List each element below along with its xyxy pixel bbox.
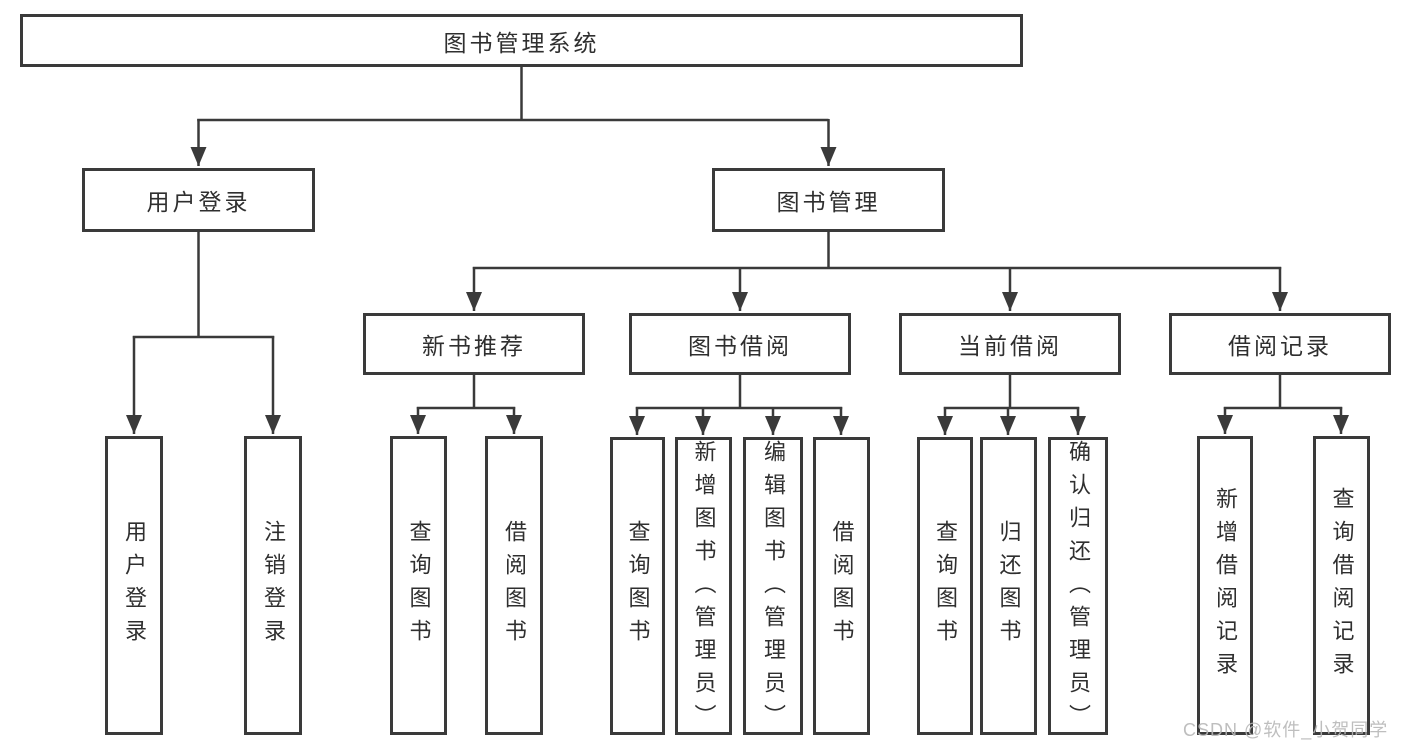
leaf-edit-books-admin: 编辑图书（管理员）: [743, 437, 803, 737]
node-current-borrow: 当前借阅: [899, 313, 1121, 375]
leaf-logout: 注销登录: [244, 436, 302, 735]
node-new-book-recommend: 新书推荐: [363, 313, 585, 375]
leaf-query-books-current: 查询图书: [917, 437, 973, 735]
leaf-query-books-recommend: 查询图书: [390, 436, 447, 735]
node-book-management: 图书管理: [712, 168, 945, 232]
node-library-system: 图书管理系统: [20, 14, 1023, 67]
node-borrow-records: 借阅记录: [1169, 313, 1391, 375]
leaf-query-borrow-record: 查询借阅记录: [1313, 436, 1370, 735]
watermark: CSDN @软件_小贺同学: [1183, 720, 1389, 740]
leaf-add-books-admin: 新增图书（管理员）: [675, 437, 732, 737]
node-book-borrow: 图书借阅: [629, 313, 851, 375]
leaf-confirm-return-admin: 确认归还（管理员）: [1048, 437, 1108, 737]
leaf-user-login: 用户登录: [105, 436, 163, 735]
leaf-borrow-books: 借阅图书: [813, 437, 870, 735]
leaf-query-books-borrow: 查询图书: [610, 437, 665, 735]
node-user-login: 用户登录: [82, 168, 315, 232]
leaf-add-borrow-record: 新增借阅记录: [1197, 436, 1253, 735]
leaf-return-books: 归还图书: [980, 437, 1037, 735]
leaf-borrow-books-recommend: 借阅图书: [485, 436, 543, 735]
